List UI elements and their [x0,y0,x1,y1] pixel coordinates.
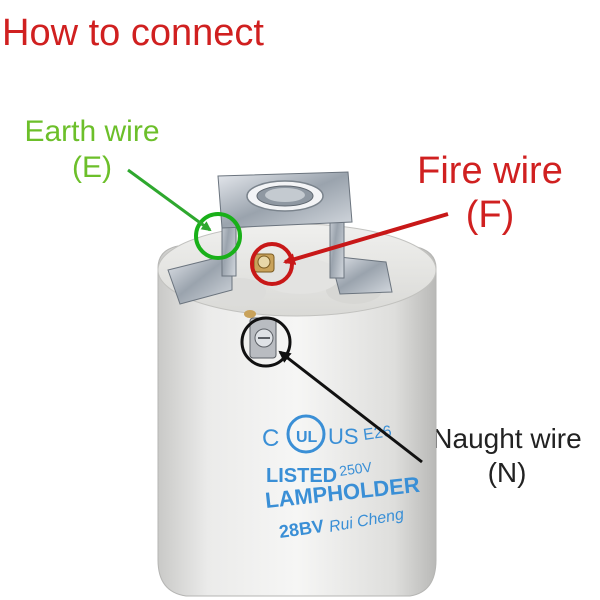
earth-terminal-circle [194,212,242,260]
cert-mark-left: C [262,425,279,452]
rating-a: E26 [362,423,393,444]
naught-wire-code: (N) [487,456,527,488]
fire-wire-label: Fire wire (F) [400,150,580,237]
ul-ring-icon [286,414,326,454]
naught-terminal-circle [240,316,292,368]
naught-wire-name: Naught wire [432,423,582,454]
earth-arrow [127,168,212,232]
page-title: How to connect [2,12,264,54]
fire-terminal-screw [253,253,275,273]
print-line1: LISTED [266,465,337,487]
earth-wire-name: Earth wire [24,115,160,148]
earth-wire-label: Earth wire (E) [4,114,180,186]
naught-wire-label: Naught wire (N) [412,422,600,489]
metal-bracket [167,171,393,305]
fire-wire-code: (F) [465,193,515,236]
naught-arrow [278,350,423,464]
fire-wire-name: Fire wire [417,150,563,192]
cert-ring-text: UL [296,429,318,446]
rating-b: 250V [338,458,373,478]
fire-arrow [283,212,449,265]
earth-wire-code: (E) [72,151,112,184]
naught-terminal-screw [244,310,277,359]
cert-mark-right: US [328,424,359,449]
